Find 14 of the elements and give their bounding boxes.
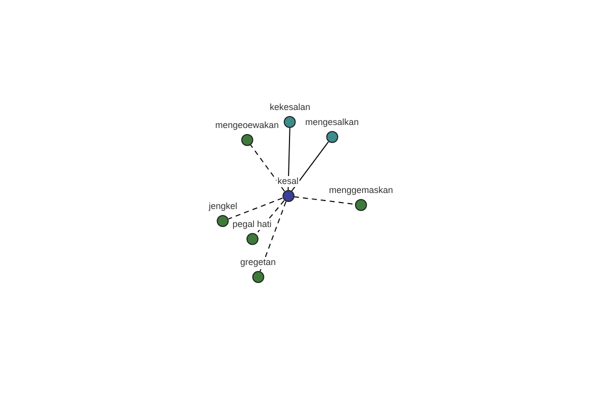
node-label: gregetan <box>239 257 277 268</box>
connector-line <box>291 141 329 192</box>
node-label: kesal <box>276 176 300 187</box>
node-label: mengesalkan <box>304 117 360 128</box>
node-label: jengkel <box>208 201 238 212</box>
connector-line <box>255 200 285 235</box>
node-label: menggemaskan <box>328 185 394 196</box>
connector-line <box>260 201 286 272</box>
node-label: kekesalan <box>268 102 312 113</box>
node-label: pegal hati <box>231 219 273 230</box>
connector-line <box>288 128 290 190</box>
node-label: mengeoewakan <box>214 120 280 131</box>
connector-line <box>250 144 285 192</box>
connector-line <box>228 198 283 220</box>
